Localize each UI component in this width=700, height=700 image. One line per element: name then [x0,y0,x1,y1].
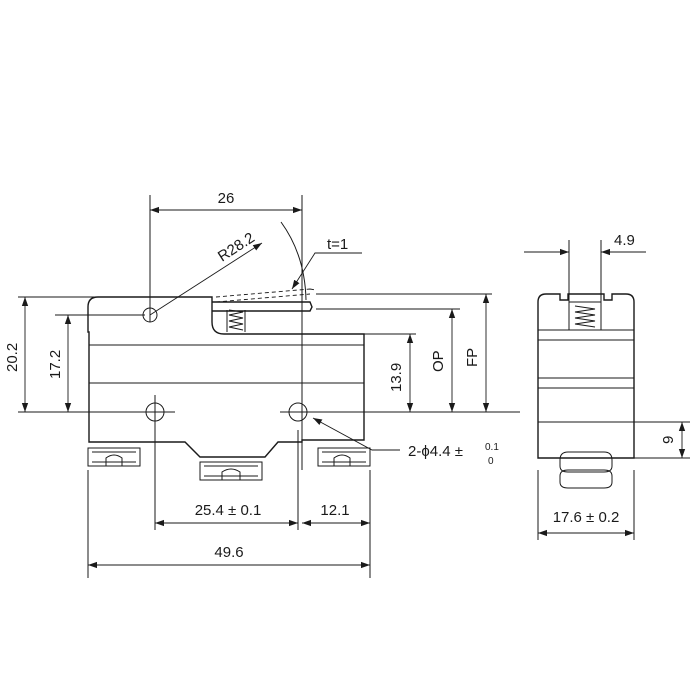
right-offset-label: 12.1 [320,502,349,519]
body-width-label: 17.6 ± 0.2 [553,509,620,526]
height-total-label: 20.2 [4,343,21,372]
mounting-holes-label: 2-ϕ4.4 ± [408,443,463,460]
lever-length-label: 26 [218,190,235,207]
terminal-right [317,447,371,467]
actuator-lever [212,301,313,312]
terminal-left [87,447,141,467]
lever-thickness-label: t=1 [327,236,348,253]
plunger-spring [228,309,244,331]
hole-spacing-label: 25.4 ± 0.1 [195,502,262,519]
terminal-center [199,461,263,481]
side-view: 4.9 9 17.6 ± 0.2 [524,232,690,540]
switch-body-outline [87,296,365,458]
side-body-outline [537,293,635,459]
fp-label: FP [464,348,481,367]
height-mid-label: 17.2 [47,350,64,379]
mounting-holes-tol-upper: 0.1 [485,442,499,453]
mounting-holes-tol-lower: 0 [488,456,494,467]
radius-leader [149,242,263,316]
plunger-height-label: 13.9 [388,363,405,392]
overall-length-label: 49.6 [214,544,243,561]
op-label: OP [430,350,447,372]
side-spring [574,305,596,328]
side-terminals [559,451,613,473]
front-view: R28.2 26 t=1 20.2 17.2 13.9 OP FP 2-ϕ4.4… [4,190,520,578]
plunger-width-label: 4.9 [614,232,635,249]
lever-free-position [215,288,317,303]
terminal-height-label: 9 [660,436,677,444]
